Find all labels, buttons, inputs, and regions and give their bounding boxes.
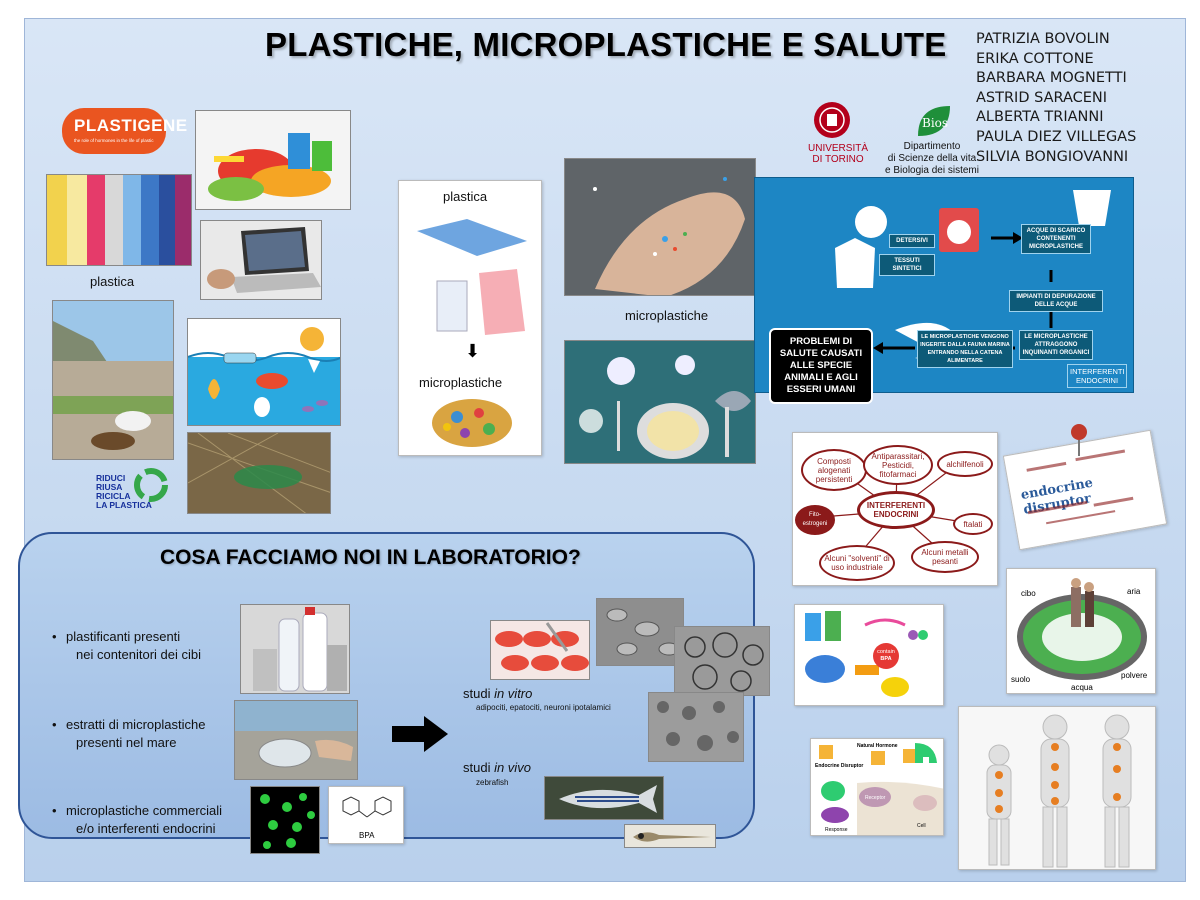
author: SILVIA BONGIOVANNI xyxy=(976,148,1129,165)
microplastic-flow-diagram: DETERSIVI TESSUTI SINTETICI ACQUE DI SCA… xyxy=(754,177,1134,404)
mindmap-node: Alcuni "solventi" di uso industriale xyxy=(819,545,895,581)
plastic-cups-photo xyxy=(195,110,351,210)
mindmap-node: alchilfenoli xyxy=(937,451,993,477)
receptor-disruptor: Endocrine Disruptor xyxy=(815,763,864,769)
plastic-to-micro-card: plastica ⬇ microplastiche xyxy=(398,180,542,456)
exposure-routes-diagram: cibo aria suolo acqua polvere xyxy=(1006,568,1156,694)
exposure-cibo: cibo xyxy=(1021,589,1036,598)
sea-pollution-drawing xyxy=(187,318,341,426)
author: ASTRID SARACENI xyxy=(976,89,1108,106)
chip-ingerite: LE MICROPLASTICHE VENGONO INGERITE DALLA… xyxy=(917,330,1013,368)
in-vivo-detail: zebrafish xyxy=(476,778,509,787)
interferenti-tag: INTERFERENTI ENDOCRINI xyxy=(1067,364,1127,388)
right-arrow-icon xyxy=(392,716,448,757)
mindmap-node: ftalati xyxy=(953,513,993,535)
mindmap-node: Antiparassitari, Pesticidi, fitofarmaci xyxy=(863,445,933,485)
chip-tessuti: TESSUTI SINTETICI xyxy=(879,254,935,276)
author: PATRIZIA BOVOLIN xyxy=(976,31,1110,47)
author: ERIKA COTTONE xyxy=(976,50,1094,67)
beach-litter-photo xyxy=(52,300,174,460)
author: PAULA DIEZ VILLEGAS xyxy=(976,128,1137,145)
sea-sampling-photo xyxy=(234,700,358,780)
zebrafish-larva-photo xyxy=(624,824,716,848)
mindmap-node: Fito-estrogeni xyxy=(795,505,835,535)
recycle-icon xyxy=(134,468,168,507)
plastigene-logo: PLASTIGENE the role of hormones in the l… xyxy=(62,108,187,154)
author: BARBARA MOGNETTI xyxy=(976,70,1127,87)
bottle-in-forest-photo xyxy=(187,432,331,514)
bios-logo-icon: Bios xyxy=(914,102,954,140)
bpa-products-photo: contain BPA xyxy=(794,604,944,706)
bpa-structure: BPA xyxy=(328,786,404,844)
receptor-cell: Cell xyxy=(917,823,926,829)
exposure-acqua: acqua xyxy=(1071,683,1093,692)
department-name: Dipartimento di Scienze della vita e Bio… xyxy=(885,141,979,176)
zebrafish-photo xyxy=(544,776,664,820)
chip-attraggono: LE MICROPLASTICHE ATTRAGGONO INQUINANTI … xyxy=(1019,330,1093,360)
word-cloud-card: endocrine disruptor xyxy=(1002,429,1168,551)
lab-bullet-1: • plastificanti presenti nei contenitori… xyxy=(52,629,202,662)
chip-detersivi: DETERSIVI xyxy=(889,234,935,248)
in-vitro-label: studi in vitro xyxy=(463,686,533,701)
unito-logo-text: UNIVERSITÀ DI TORINO xyxy=(808,143,869,165)
fluorescent-microplastics-photo xyxy=(250,786,320,854)
synthetic-clothes-photo xyxy=(46,174,192,266)
endocrine-disruptors-mindmap: INTERFERENTI ENDOCRINI Composti alogenat… xyxy=(792,432,998,586)
lab-bullet-2: • estratti di microplastiche presenti ne… xyxy=(52,717,206,750)
cells-microscopy-3 xyxy=(648,692,744,762)
cells-microscopy-1 xyxy=(596,598,684,666)
cells-microscopy-2 xyxy=(674,626,770,696)
lab-bullet-3: • microplastiche commerciali e/o interfe… xyxy=(52,803,223,836)
riduci-riusa-text: RIDUCI RIUSA RICICLA LA PLASTICA xyxy=(96,473,152,510)
receptor-mechanism-diagram: Natural Hormone Endocrine Disruptor Rece… xyxy=(810,738,944,836)
plastica-caption: plastica xyxy=(90,274,135,289)
in-vivo-label: studi in vivo xyxy=(463,760,531,775)
exposure-suolo: suolo xyxy=(1011,675,1031,684)
health-problems-box: PROBLEMI DI SALUTE CAUSATI ALLE SPECIE A… xyxy=(769,328,873,404)
bpa-label: BPA xyxy=(359,831,375,840)
microplastics-hand-photo xyxy=(564,158,756,296)
laptop-photo xyxy=(200,220,322,300)
mindmap-center: INTERFERENTI ENDOCRINI xyxy=(857,491,935,529)
chip-impianti: IMPIANTI DI DEPURAZIONE DELLE ACQUE xyxy=(1009,290,1103,312)
author: ALBERTA TRIANNI xyxy=(976,109,1104,126)
pushpin-icon xyxy=(1068,422,1090,463)
receptor-receptor: Receptor xyxy=(865,795,886,801)
food-containers-photo xyxy=(240,604,350,694)
exposure-aria: aria xyxy=(1127,587,1141,596)
exposure-polvere: polvere xyxy=(1121,671,1148,680)
in-vitro-detail: adipociti, epatociti, neuroni ipotalamic… xyxy=(476,703,611,712)
receptor-response: Response xyxy=(825,827,848,833)
mindmap-node: Alcuni metalli pesanti xyxy=(911,541,979,573)
mindmap-node: Composti alogenati persistenti xyxy=(801,449,867,491)
unito-seal-icon xyxy=(812,100,852,140)
poster-title: PLASTICHE, MICROPLASTICHE E SALUTE xyxy=(265,26,947,63)
receptor-natural: Natural Hormone xyxy=(857,743,898,749)
lab-title: COSA FACCIAMO NOI IN LABORATORIO? xyxy=(160,546,581,569)
food-chain-illustration xyxy=(564,340,756,464)
bpa-badge: contain BPA xyxy=(873,643,899,669)
petri-dishes-photo xyxy=(490,620,590,680)
author-list: PATRIZIA BOVOLIN ERIKA COTTONE BARBARA M… xyxy=(976,30,1136,167)
human-health-effects-diagram xyxy=(958,706,1156,870)
microplastiche-caption: microplastiche xyxy=(625,308,709,323)
chip-acque-scarico: ACQUE DI SCARICO CONTENENTI MICROPLASTIC… xyxy=(1021,224,1091,254)
